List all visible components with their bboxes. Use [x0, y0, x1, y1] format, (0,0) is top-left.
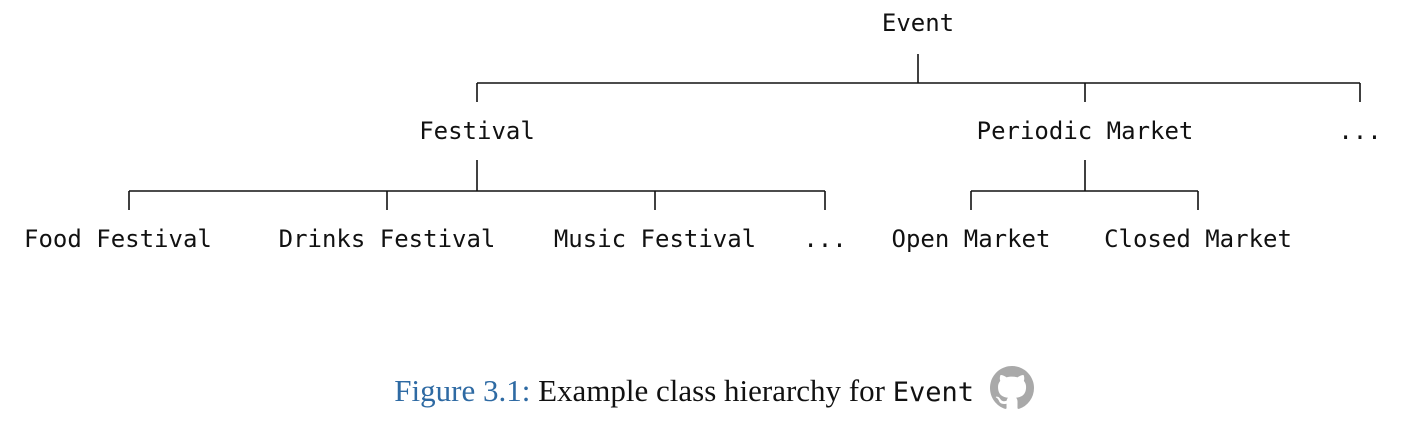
node-open-market: Open Market [892, 225, 1051, 253]
node-drinks-festival: Drinks Festival [279, 225, 496, 253]
node-level1-ellipsis: ... [1338, 117, 1381, 145]
github-icon-glyph [989, 366, 1034, 409]
figure-label: Figure 3.1: [394, 373, 531, 408]
node-festival-ellipsis: ... [803, 225, 846, 253]
node-food-festival: Food Festival [24, 225, 212, 253]
figure-caption: Figure 3.1: Example class hierarchy for … [0, 366, 1428, 418]
caption-text: Example class hierarchy for [538, 373, 885, 408]
node-festival: Festival [419, 117, 535, 145]
caption-code: Event [892, 377, 974, 408]
edges-festival [128, 160, 826, 210]
node-music-festival: Music Festival [554, 225, 756, 253]
class-hierarchy-diagram: Event Festival Periodic Market ... Food … [24, 9, 1382, 253]
node-periodic-market: Periodic Market [977, 117, 1194, 145]
node-event: Event [882, 9, 954, 37]
node-closed-market: Closed Market [1104, 225, 1292, 253]
edges-periodic-market [970, 160, 1199, 210]
edges-root [476, 54, 1361, 102]
github-icon[interactable] [989, 366, 1034, 418]
